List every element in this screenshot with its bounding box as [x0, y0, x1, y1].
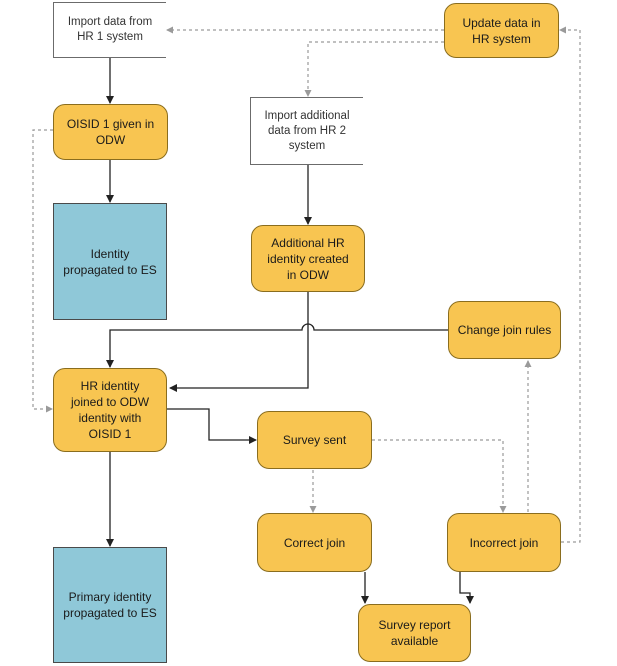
primary-identity-node: Primary identity propagated to ES: [53, 547, 167, 663]
additional-identity-node: Additional HR identity created in ODW: [251, 225, 365, 292]
correct-join-node: Correct join: [257, 513, 372, 572]
hr-identity-joined-node: HR identity joined to ODW identity with …: [53, 368, 167, 452]
arrow-oisid-to-hr-identity: [32, 129, 53, 413]
arrow-hr-identity-to-survey-sent: [167, 408, 257, 444]
arrow-survey-to-incorrect: [372, 439, 507, 513]
survey-sent-node: Survey sent: [257, 411, 372, 469]
survey-report-node: Survey report available: [358, 604, 471, 662]
import-hr1-node: Import data from HR 1 system: [53, 2, 166, 58]
arrow-incorrect-join-to-report: [459, 572, 474, 604]
change-join-rules-node: Change join rules: [448, 301, 561, 359]
identity-propagated-node: Identity propagated to ES: [53, 203, 167, 320]
arrow-update-to-import-hr2-line: [304, 41, 444, 97]
oisid-given-node: OISID 1 given in ODW: [53, 104, 168, 160]
arrow-change-rules-to-hr-identity: [106, 323, 448, 368]
arrow-additional-to-hr-identity: [169, 292, 309, 392]
incorrect-join-node: Incorrect join: [447, 513, 561, 572]
import-hr2-node: Import additional data from HR 2 system: [250, 97, 363, 165]
update-data-node: Update data in HR system: [444, 3, 559, 58]
arrow-incorrect-to-update-data: [559, 26, 581, 543]
arrow-update-to-import-hr2: [290, 41, 444, 46]
